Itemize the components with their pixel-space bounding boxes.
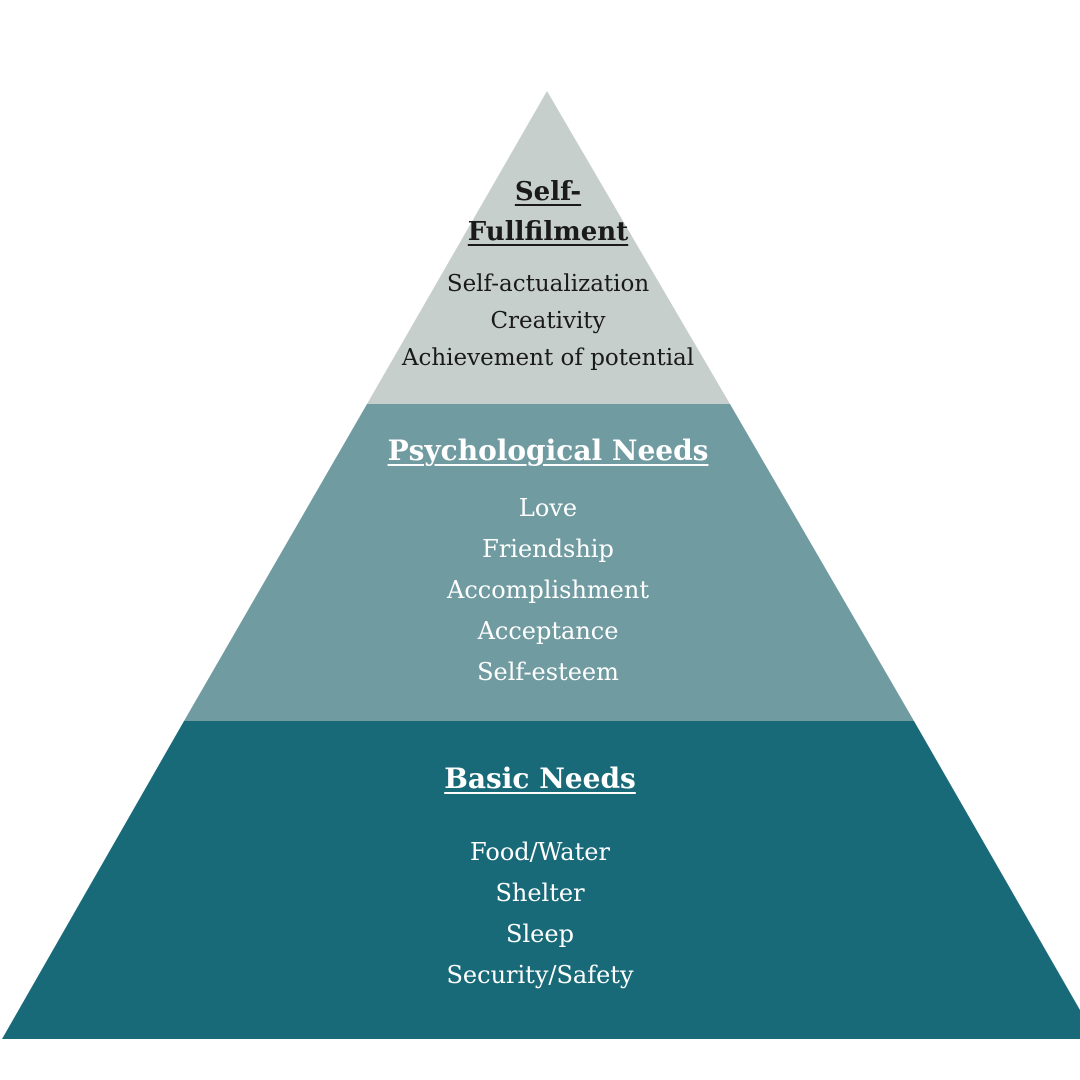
tier-title-self-fulfilment: Self-Fullfilment: [467, 177, 629, 247]
tier-item: Shelter: [495, 879, 585, 907]
tier-psychological-needs: Psychological Needs Love Friendship Acco…: [388, 430, 709, 693]
tier-items-self-fulfilment: Self-actualization Creativity Achievemen…: [402, 266, 694, 377]
tier-items-psychological-needs: Love Friendship Accomplishment Acceptanc…: [388, 488, 709, 693]
tier-item: Creativity: [490, 308, 606, 334]
pyramid-tier-middle-shape: [184, 404, 914, 721]
tier-item: Sleep: [506, 920, 574, 948]
tier-items-basic-needs: Food/Water Shelter Sleep Security/Safety: [444, 832, 636, 996]
tier-item: Self-actualization: [446, 271, 650, 297]
tier-basic-needs: Basic Needs Food/Water Shelter Sleep Sec…: [444, 758, 636, 996]
tier-self-fulfilment: Self-Fullfilment Self-actualization Crea…: [402, 172, 694, 377]
tier-item: Acceptance: [477, 617, 619, 645]
tier-item: Love: [518, 494, 578, 522]
tier-title-psychological-needs: Psychological Needs: [387, 434, 709, 467]
tier-item: Achievement of potential: [401, 345, 695, 371]
tier-item: Accomplishment: [447, 576, 649, 604]
pyramid-tier-top-shape: [367, 91, 730, 404]
tier-item: Self-esteem: [477, 658, 619, 686]
pyramid-tier-bottom-shape: [2, 721, 1080, 1039]
tier-item: Security/Safety: [446, 961, 634, 989]
tier-item: Food/Water: [470, 838, 610, 866]
tier-item: Friendship: [482, 535, 614, 563]
tier-title-basic-needs: Basic Needs: [444, 762, 636, 795]
